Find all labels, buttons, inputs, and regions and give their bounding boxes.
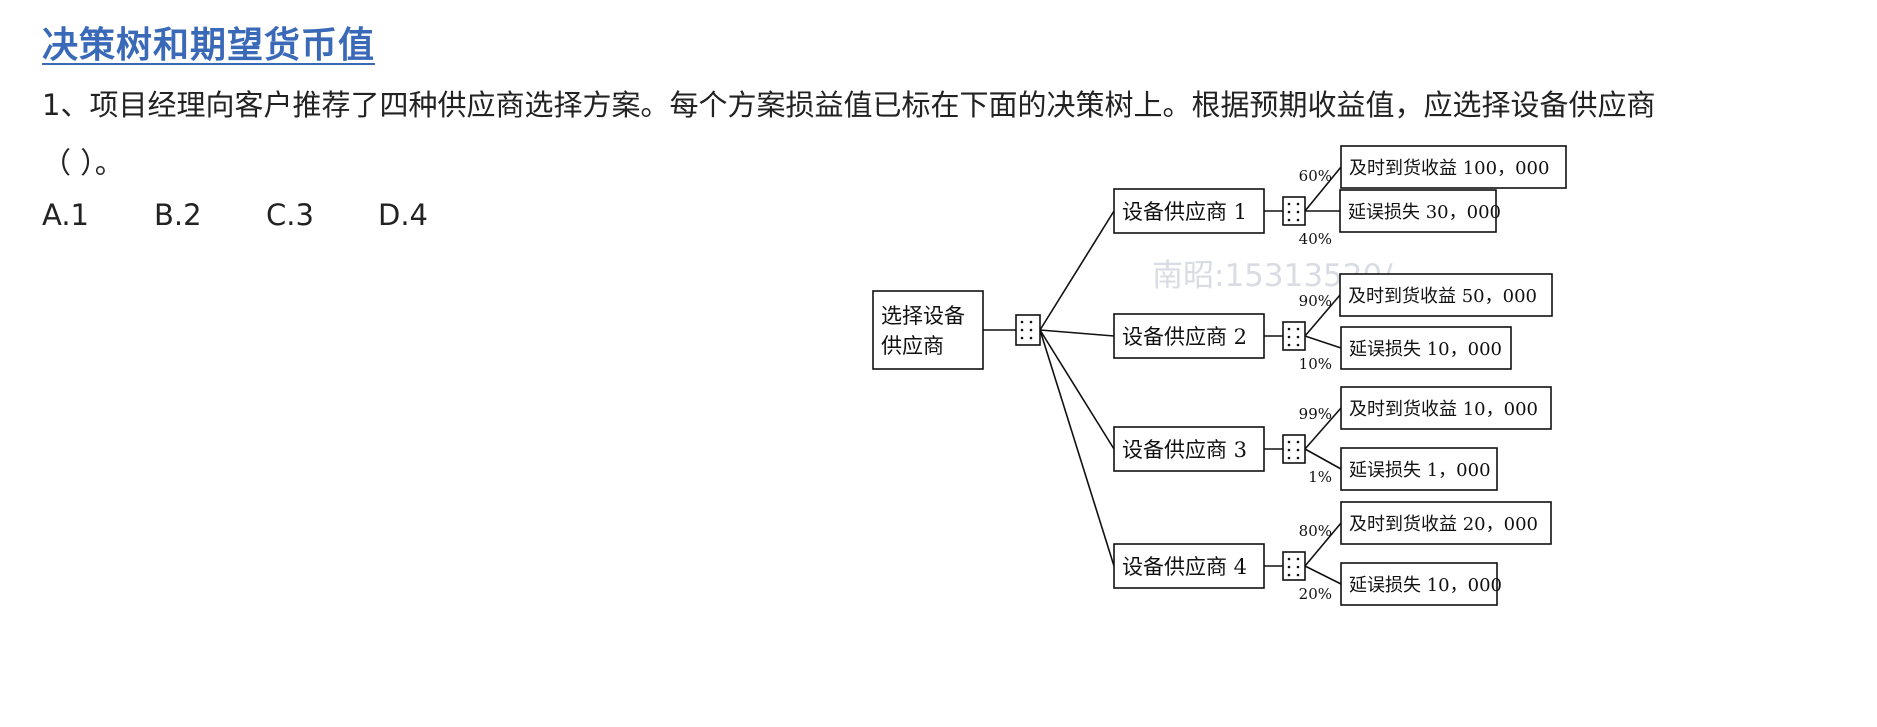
outcome-node-1-1: 及时到货收益 100，000 xyxy=(1340,145,1567,189)
option-a[interactable]: A.1 xyxy=(42,198,89,232)
root-decision-node xyxy=(1015,314,1041,346)
supplier-label-3: 设备供应商 3 xyxy=(1122,438,1247,462)
supplier-label-4: 设备供应商 4 xyxy=(1122,555,1247,579)
outcome-label-2-2: 延误损失 10，000 xyxy=(1349,339,1502,360)
probability-label-4-2: 20% xyxy=(1299,585,1332,603)
outcome-node-4-2: 延误损失 10，000 xyxy=(1340,562,1502,606)
probability-label-1-2: 40% xyxy=(1299,230,1332,248)
outcome-line-2-2 xyxy=(1304,335,1342,349)
probability-label-4-1: 80% xyxy=(1299,522,1332,540)
chance-node-4 xyxy=(1282,551,1306,581)
outcome-line-1-1 xyxy=(1304,166,1342,212)
outcome-line-4-1 xyxy=(1304,522,1342,567)
outcome-label-3-1: 及时到货收益 10，000 xyxy=(1349,399,1538,420)
outcome-label-4-2: 延误损失 10，000 xyxy=(1349,575,1502,596)
outcome-node-3-2: 延误损失 1，000 xyxy=(1340,447,1498,491)
outcome-label-4-1: 及时到货收益 20，000 xyxy=(1349,514,1538,535)
outcome-label-1-2: 延误损失 30，000 xyxy=(1348,202,1501,223)
supplier-node-3: 设备供应商 3 xyxy=(1113,426,1265,472)
option-c[interactable]: C.3 xyxy=(266,198,314,232)
probability-label-2-2: 10% xyxy=(1299,355,1332,373)
outcome-line-4-2 xyxy=(1304,565,1342,585)
chance-node-3 xyxy=(1282,434,1306,464)
probability-label-1-1: 60% xyxy=(1299,167,1332,185)
question-text-line1: 1、项目经理向客户推荐了四种供应商选择方案。每个方案损益值已标在下面的决策树上。… xyxy=(42,88,1656,122)
question-text-line2: （ ）。 xyxy=(42,146,124,180)
option-b[interactable]: B.2 xyxy=(154,198,202,232)
outcome-node-2-2: 延误损失 10，000 xyxy=(1340,326,1512,370)
supplier-label-2: 设备供应商 2 xyxy=(1122,325,1247,349)
outcome-line-2-1 xyxy=(1304,294,1341,337)
branch-line-1 xyxy=(1039,210,1115,331)
outcome-line-3-1 xyxy=(1304,407,1342,450)
probability-label-3-2: 1% xyxy=(1308,468,1332,486)
outcome-line-3-2 xyxy=(1304,448,1342,470)
outcome-node-1-2: 延误损失 30，000 xyxy=(1339,189,1501,233)
root-label-line2: 供应商 xyxy=(881,334,944,358)
outcome-node-3-1: 及时到货收益 10，000 xyxy=(1340,386,1552,430)
outcome-label-1-1: 及时到货收益 100，000 xyxy=(1349,158,1549,179)
chance-node-1 xyxy=(1282,196,1306,226)
outcome-label-3-2: 延误损失 1，000 xyxy=(1349,460,1491,481)
probability-label-3-1: 99% xyxy=(1299,405,1332,423)
root-label-line1: 选择设备 xyxy=(881,304,965,328)
outcome-node-4-1: 及时到货收益 20，000 xyxy=(1340,501,1552,545)
supplier-node-4: 设备供应商 4 xyxy=(1113,543,1265,589)
supplier-node-2: 设备供应商 2 xyxy=(1113,313,1265,359)
outcome-node-2-1: 及时到货收益 50，000 xyxy=(1339,273,1553,317)
chance-node-2 xyxy=(1282,321,1306,351)
branch-line-3 xyxy=(1039,329,1115,450)
root-node: 选择设备供应商 xyxy=(872,290,984,370)
answer-options: A.1 B.2 C.3 D.4 xyxy=(42,198,490,232)
outcome-label-2-1: 及时到货收益 50，000 xyxy=(1348,286,1537,307)
supplier-label-1: 设备供应商 1 xyxy=(1122,200,1247,224)
probability-label-2-1: 90% xyxy=(1299,292,1332,310)
page-title: 决策树和期望货币值 xyxy=(42,25,376,66)
branch-line-4 xyxy=(1039,329,1115,567)
option-d[interactable]: D.4 xyxy=(378,198,428,232)
supplier-node-1: 设备供应商 1 xyxy=(1113,188,1265,234)
branch-line-2 xyxy=(1039,329,1115,337)
